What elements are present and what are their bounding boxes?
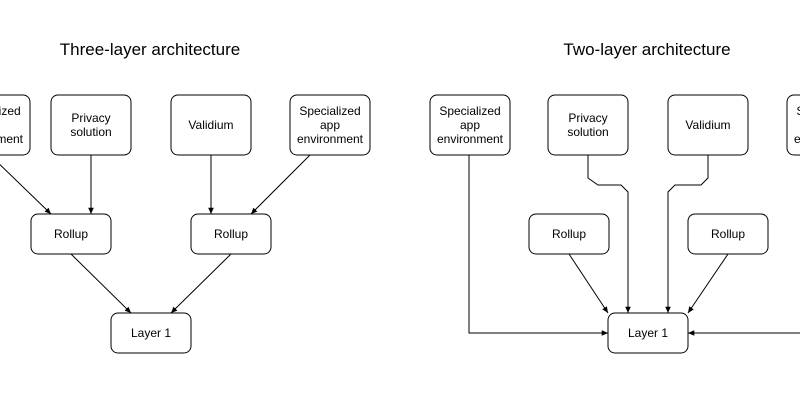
edge-l-rollup-1-to-l-layer1 bbox=[70, 253, 132, 314]
node-box bbox=[170, 94, 252, 156]
node-label-line: Validium bbox=[188, 118, 233, 132]
node-label-line: Specialized bbox=[0, 104, 21, 118]
node-label-line: Privacy bbox=[568, 111, 607, 125]
node-box bbox=[30, 213, 112, 255]
node-r-layer1: Layer 1 bbox=[607, 312, 689, 354]
node-box bbox=[607, 312, 689, 354]
node-label-line: app bbox=[460, 118, 480, 132]
node-label-line: Specialized bbox=[299, 104, 360, 118]
node-label-line: environment bbox=[297, 132, 364, 146]
node-box bbox=[687, 213, 769, 255]
node-label-line: Privacy bbox=[71, 111, 110, 125]
node-box bbox=[190, 213, 272, 255]
node-label-line: Rollup bbox=[214, 227, 248, 241]
edge-r-privacy-to-r-layer1 bbox=[587, 155, 631, 313]
diagram-title: Two-layer architecture bbox=[563, 40, 730, 59]
node-label-line: Specialized bbox=[439, 104, 500, 118]
node-label-line: Rollup bbox=[54, 227, 88, 241]
node-l-rollup-2: Rollup bbox=[190, 213, 272, 255]
edge-r-rollup-1-to-r-layer1 bbox=[568, 253, 609, 314]
node-box bbox=[429, 94, 511, 156]
diagram-title: Three-layer architecture bbox=[60, 40, 240, 59]
node-box bbox=[0, 94, 31, 156]
node-label-line: Rollup bbox=[711, 227, 745, 241]
node-box bbox=[50, 94, 132, 156]
node-label-line: environment bbox=[794, 132, 800, 146]
node-label-line: Layer 1 bbox=[628, 326, 668, 340]
edge-l-specialized-to-l-rollup-1 bbox=[0, 163, 52, 215]
edge-r-validium-to-r-layer1 bbox=[665, 155, 709, 313]
node-label-line: Validium bbox=[685, 118, 730, 132]
node-box bbox=[528, 213, 610, 255]
edge-l-rollup-2-to-l-layer1 bbox=[170, 253, 232, 314]
node-box bbox=[289, 94, 371, 156]
edges-layer bbox=[0, 154, 800, 336]
node-l-rollup-1: Rollup bbox=[30, 213, 112, 255]
node-label-line: app bbox=[320, 118, 340, 132]
node-box bbox=[547, 94, 629, 156]
edge-l-specialized-2-to-l-rollup-2 bbox=[250, 154, 311, 215]
edge-r-rollup-2-to-r-layer1 bbox=[687, 253, 729, 314]
node-r-rollup-2: Rollup bbox=[687, 213, 769, 255]
node-r-validium: Validium bbox=[667, 94, 749, 156]
node-label-line: environment bbox=[437, 132, 504, 146]
node-label-line: environment bbox=[0, 132, 24, 146]
nodes-layer: SpecializedappenvironmentPrivacysolution… bbox=[0, 94, 800, 354]
node-l-validium: Validium bbox=[170, 94, 252, 156]
node-box bbox=[110, 312, 192, 354]
node-label-line: Specialized bbox=[796, 104, 800, 118]
titles-layer: Three-layer architecture Two-layer archit… bbox=[60, 40, 731, 59]
node-label-line: solution bbox=[567, 125, 608, 139]
node-label-line: Layer 1 bbox=[131, 326, 171, 340]
node-box bbox=[667, 94, 749, 156]
node-box bbox=[786, 94, 800, 156]
node-label-line: solution bbox=[70, 125, 111, 139]
node-label-line: Rollup bbox=[552, 227, 586, 241]
node-l-layer1: Layer 1 bbox=[110, 312, 192, 354]
edge-r-specialized-to-r-layer1 bbox=[468, 155, 608, 336]
node-r-rollup-1: Rollup bbox=[528, 213, 610, 255]
